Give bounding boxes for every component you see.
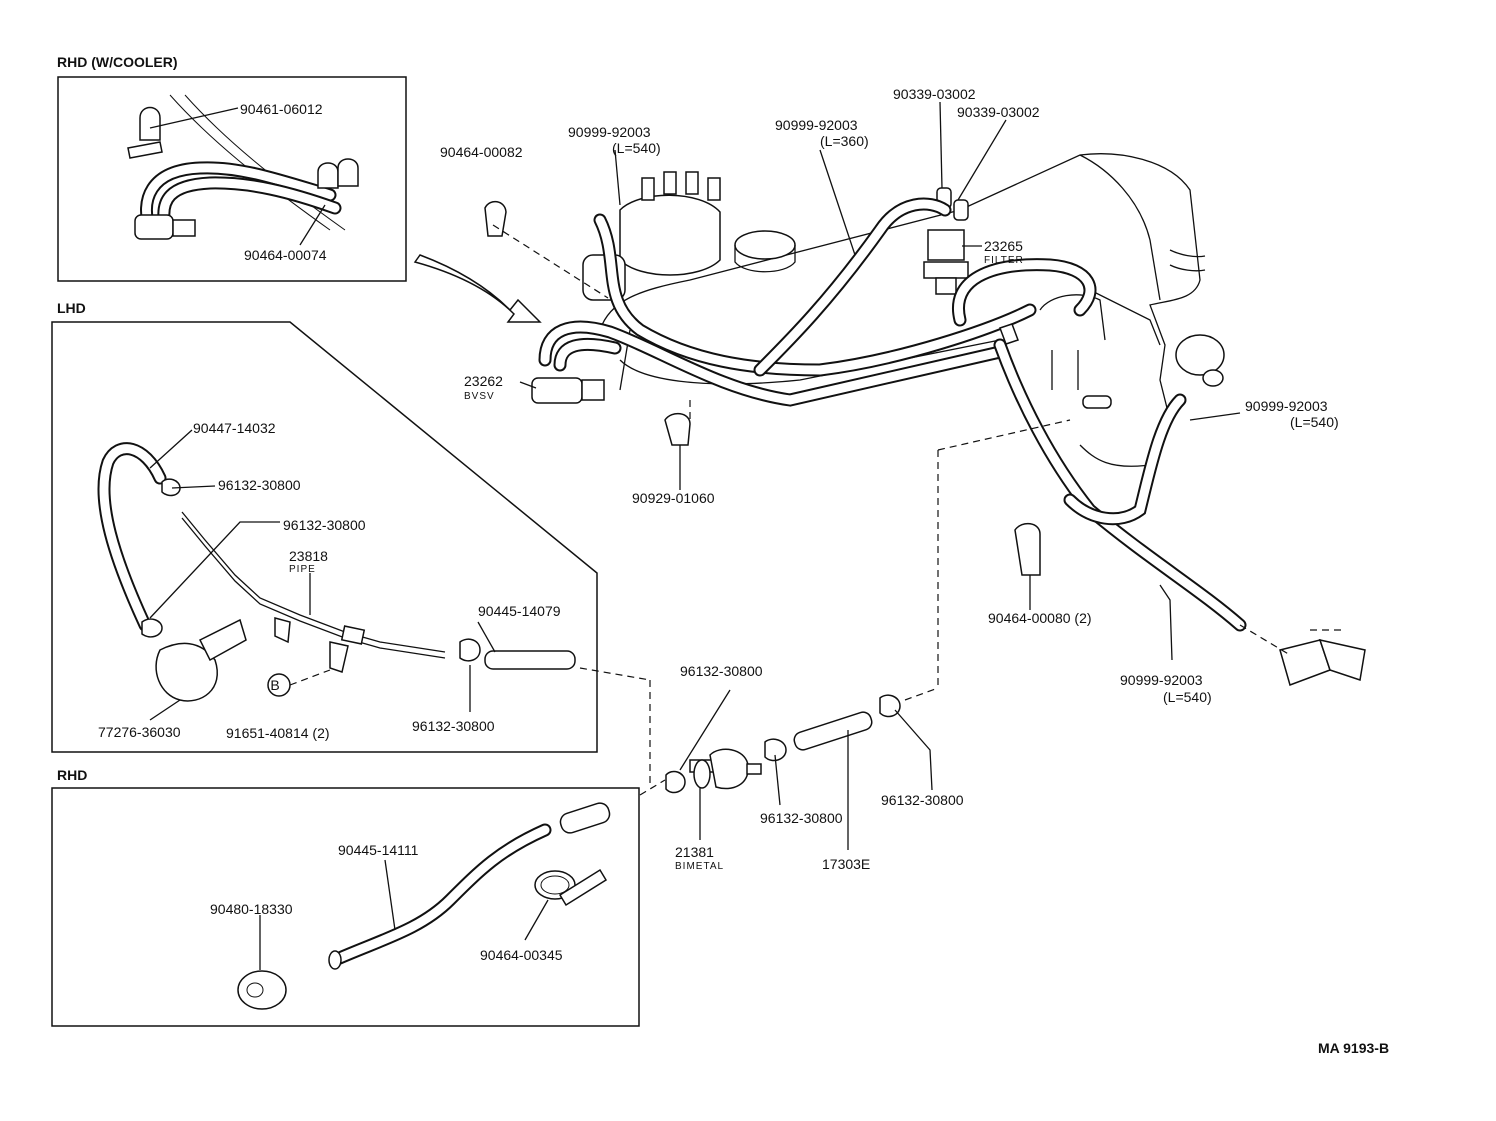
label-90999-92003-a: 90999-92003 bbox=[568, 124, 651, 140]
label-90999-92003-c: 90999-92003 bbox=[1245, 398, 1328, 414]
label-90464-00082: 90464-00082 bbox=[440, 144, 523, 160]
label-90480-18330: 90480-18330 bbox=[210, 901, 293, 917]
label-90461-06012: 90461-06012 bbox=[240, 101, 323, 117]
label-90929-01060: 90929-01060 bbox=[632, 490, 715, 506]
engine-assembly bbox=[413, 101, 1366, 701]
rhd-cooler-box bbox=[57, 76, 407, 282]
label-96132-30800-b: 96132-30800 bbox=[283, 517, 366, 533]
rhd-parts bbox=[237, 802, 611, 1010]
label-90999-92003-b: 90999-92003 bbox=[775, 117, 858, 133]
label-96132-30800-c: 96132-30800 bbox=[412, 718, 495, 734]
hose-90445-14111-end bbox=[559, 802, 611, 834]
label-17303e: 17303E bbox=[822, 856, 870, 872]
label-pipe: PIPE bbox=[289, 564, 316, 575]
label-l540-c: (L=540) bbox=[1290, 414, 1339, 430]
label-90339-03002-a: 90339-03002 bbox=[893, 86, 976, 102]
label-23265: 23265 bbox=[984, 238, 1023, 254]
clip-96132-d-shape bbox=[665, 770, 686, 794]
label-96132-30800-f: 96132-30800 bbox=[881, 792, 964, 808]
label-21381: 21381 bbox=[675, 844, 714, 860]
clip-90464-00074-shape bbox=[317, 162, 339, 189]
label-l540-d: (L=540) bbox=[1163, 689, 1212, 705]
label-90445-14111: 90445-14111 bbox=[338, 842, 419, 858]
clip-96132-b-shape bbox=[141, 618, 163, 638]
label-90999-92003-d: 90999-92003 bbox=[1120, 672, 1203, 688]
clip-90464-00082 bbox=[484, 200, 507, 237]
clamp-90461-shape bbox=[127, 141, 163, 159]
label-90447-14032: 90447-14032 bbox=[193, 420, 276, 436]
filter-23265 bbox=[927, 229, 965, 261]
label-90339-03002-b: 90339-03002 bbox=[957, 104, 1040, 120]
label-90445-14079: 90445-14079 bbox=[478, 603, 561, 619]
connector-90339-b bbox=[953, 199, 969, 221]
cooler-vsv-body bbox=[134, 214, 174, 240]
lhd-parts bbox=[97, 429, 576, 721]
diagram-reference-code: MA 9193-B bbox=[1318, 1040, 1389, 1056]
label-96132-30800-a: 96132-30800 bbox=[218, 477, 301, 493]
rhd-box bbox=[51, 787, 640, 1027]
label-90464-00345: 90464-00345 bbox=[480, 947, 563, 963]
label-96132-30800-d: 96132-30800 bbox=[680, 663, 763, 679]
label-96132-30800-e: 96132-30800 bbox=[760, 810, 843, 826]
lhd-box bbox=[51, 321, 598, 753]
section-title-rhd-cooler: RHD (W/COOLER) bbox=[57, 54, 178, 70]
label-bvsv: BVSV bbox=[464, 391, 495, 402]
bimetal-line bbox=[579, 667, 933, 850]
clip-96132-f-shape bbox=[879, 694, 901, 718]
grommet-90480-18330 bbox=[237, 970, 287, 1010]
label-90464-00080: 90464-00080 (2) bbox=[988, 610, 1092, 626]
label-23262: 23262 bbox=[464, 373, 503, 389]
clip-96132-c-shape bbox=[459, 638, 481, 662]
bimetal-valve-21381 bbox=[709, 748, 749, 790]
label-filter: FILTER bbox=[984, 255, 1024, 266]
vacuum-damper-77276 bbox=[155, 642, 218, 702]
direction-arrow bbox=[413, 254, 542, 323]
section-title-rhd: RHD bbox=[57, 767, 87, 783]
oil-filler-cap bbox=[734, 230, 796, 260]
label-l540-a: (L=540) bbox=[612, 140, 661, 156]
distributor-cap bbox=[619, 194, 721, 276]
label-77276-36030: 77276-36030 bbox=[98, 724, 181, 740]
cooler-vsv-thread bbox=[172, 219, 196, 237]
clip-96132-e-shape bbox=[764, 738, 787, 762]
bvsv-23262 bbox=[531, 377, 583, 404]
label-90464-00074: 90464-00074 bbox=[244, 247, 327, 263]
b-marker-letter: B bbox=[270, 677, 279, 693]
hose-90445-14079 bbox=[484, 650, 576, 670]
label-bimetal: BIMETAL bbox=[675, 861, 724, 872]
label-23818: 23818 bbox=[289, 548, 328, 564]
label-91651-40814: 91651-40814 (2) bbox=[226, 725, 330, 741]
rhd-cooler-parts bbox=[127, 94, 359, 246]
hose-17303e bbox=[793, 711, 873, 751]
section-title-lhd: LHD bbox=[57, 300, 86, 316]
clip-90464-00080 bbox=[1014, 522, 1041, 576]
pipe-23818 bbox=[181, 511, 446, 653]
label-l360: (L=360) bbox=[820, 133, 869, 149]
clip-90929-01060 bbox=[664, 412, 691, 446]
